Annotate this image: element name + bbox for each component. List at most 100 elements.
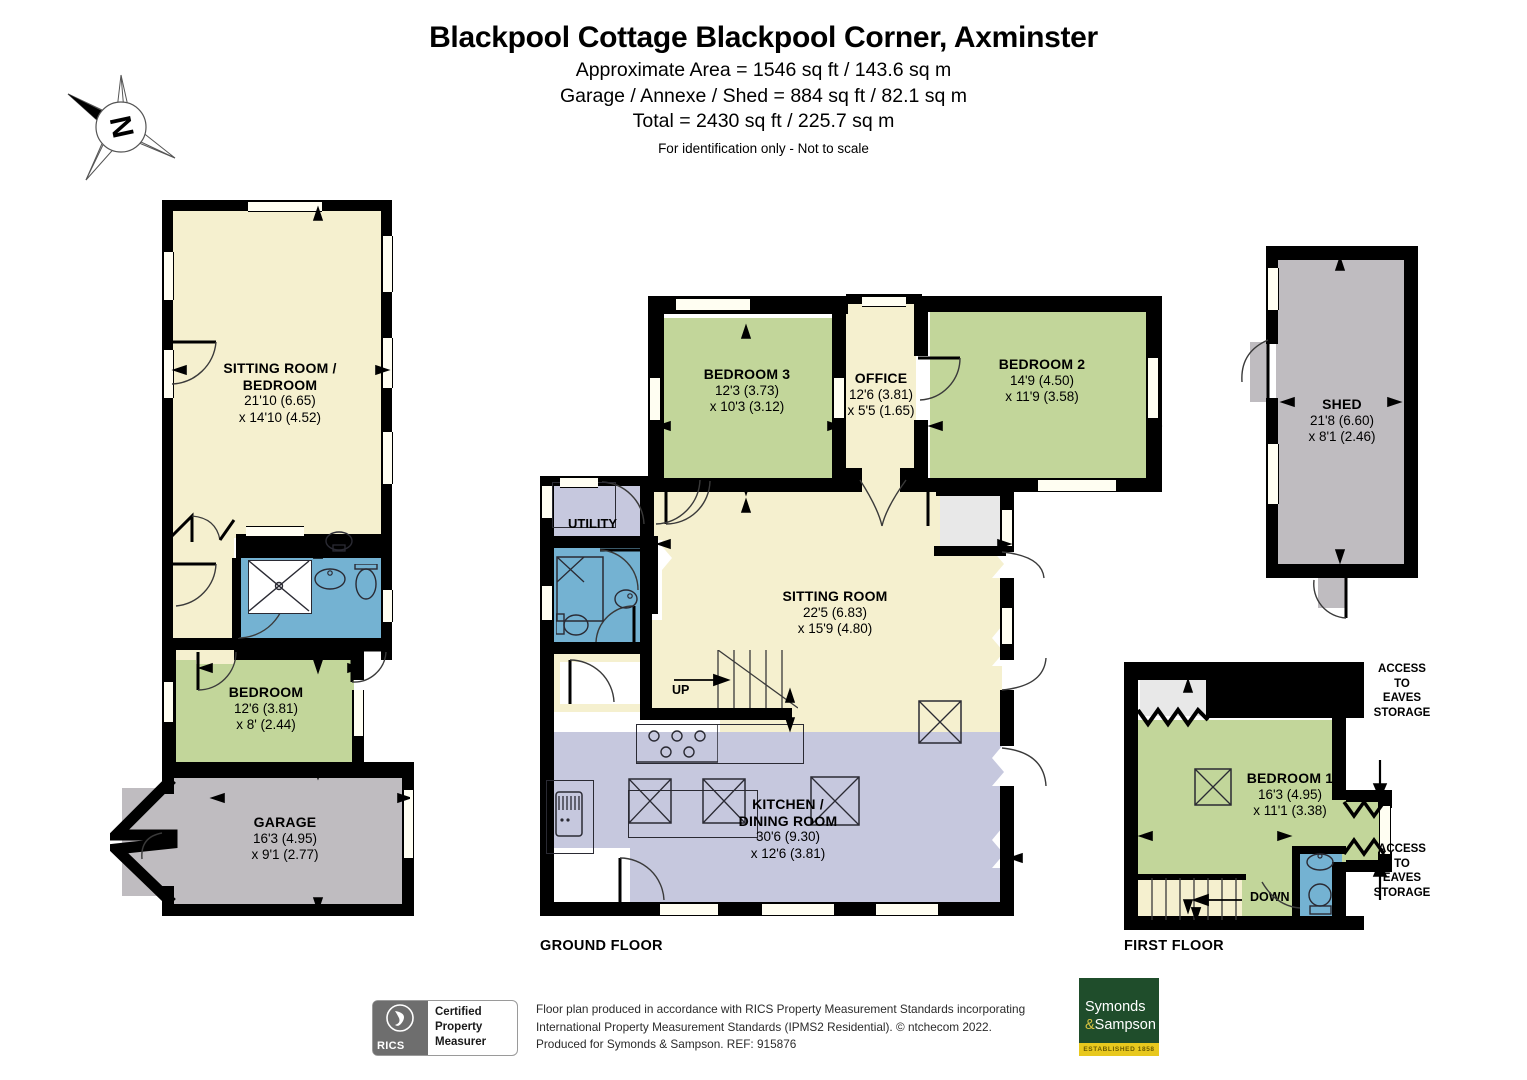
wall-gf-shower-south [540, 642, 652, 654]
label-garage: GARAGE 16'3 (4.95) x 9'1 (2.77) [190, 814, 380, 864]
toilet-annexe [354, 564, 378, 600]
eaves-bot-line-2: TO [1394, 857, 1410, 870]
eaves-top-line-3: EAVES [1382, 692, 1422, 704]
window-annexe-bedroom-west [163, 682, 174, 722]
window-bed3-north [676, 298, 750, 311]
wall-gf-office-east-bottom [914, 420, 928, 492]
ground-floor-plan: UP [540, 294, 1163, 954]
room-fill-shed [1276, 256, 1408, 578]
window-annexe-bath-top [246, 526, 304, 537]
room-dim-office-2: x 5'5 (1.65) [847, 403, 915, 418]
label-bedroom-1: BEDROOM 1 16'3 (4.95) x 11'1 (3.38) [1220, 770, 1360, 820]
label-kitchen-dining: KITCHEN / DINING ROOM 30'6 (9.30) x 12'6… [700, 796, 876, 862]
window-kitchen-south-2 [762, 903, 834, 916]
eaves-hatch-bottom [1342, 836, 1386, 858]
eaves-top-line-1: ACCESS [1378, 663, 1426, 675]
door-office-double [859, 479, 907, 527]
room-fill-bedroom-2 [930, 308, 1152, 480]
wall-gf-east-kitchen [1000, 786, 1014, 916]
label-sitting-room-bedroom: SITTING ROOM / BEDROOM 21'10 (6.65) x 14… [180, 360, 380, 426]
eaves-top-line-2: TO [1394, 677, 1410, 690]
wall-ff-east-lower [1332, 862, 1346, 930]
dimension-arrows-first-floor [1137, 677, 1388, 915]
wall-annexe-bedroom-south [162, 762, 414, 778]
french-doors-sitting-lower [1001, 657, 1047, 691]
room-fill-cupboard-alcove [940, 492, 1002, 548]
symonds-sampson-name: Symonds &Sampson [1079, 998, 1159, 1034]
identification-note: For identification only - Not to scale [658, 140, 869, 156]
dimension-arrows-shed [1279, 255, 1403, 565]
wall-ff-eaves-pass-top [1346, 790, 1380, 802]
room-dim-annexe-bedroom-1: 12'6 (3.81) [233, 700, 299, 716]
room-name-sitting-room: SITTING ROOM [782, 588, 888, 604]
wall-gf-east-sitting-lower [1000, 690, 1014, 746]
wall-ff-eaves-pass-bot [1346, 860, 1380, 872]
kitchen-unit-3 [810, 776, 860, 826]
wall-ff-stair-top [1138, 874, 1246, 880]
room-dim-bedroom-1-1: 16'3 (4.95) [1257, 786, 1323, 802]
door-bedroom-3 [664, 480, 711, 525]
door-store-cupboard [568, 659, 615, 704]
door-bedroom-2 [918, 356, 961, 401]
footer-disclaimer: Floor plan produced in accordance with R… [536, 1001, 1096, 1054]
room-fill-kitchen-pantry [552, 848, 630, 904]
logo-established-bar: ESTABLISHED 1858 [1079, 1043, 1159, 1056]
window-sitting-east-1 [1001, 510, 1013, 546]
wall-ff-south [1124, 916, 1364, 930]
window-bed3-east [833, 378, 845, 418]
room-fill-annexe-bedroom-door-pocket [196, 650, 234, 664]
window-annexe-east-3 [382, 432, 393, 484]
room-fill-bedroom-3 [662, 318, 832, 478]
eaves-bot-line-4: STORAGE [1373, 886, 1431, 899]
kitchen-worktop-north [636, 724, 804, 764]
door-annexe-sitting-french [172, 512, 236, 542]
room-name-kitchen-dining-1: KITCHEN / [752, 796, 824, 812]
wall-gf-stair-west [640, 650, 652, 710]
window-shower-west [541, 586, 553, 620]
toilet-ground-floor [556, 613, 589, 636]
window-ff-eaves-east [1379, 806, 1391, 854]
wall-gf-office-door-header-2 [900, 468, 916, 492]
dormer-zigzag-ff [1138, 706, 1210, 728]
wall-annexe-west-upper [162, 200, 173, 666]
room-name-kitchen-dining-2: DINING ROOM [738, 812, 838, 829]
room-dim-shed-2: x 8'1 (2.46) [1308, 429, 1376, 444]
door-shower-room [599, 548, 640, 591]
north-arrow-icon: N [62, 72, 180, 184]
room-fill-sitting-room-bedroom [172, 208, 388, 538]
room-dim-bedroom-3-2: x 10'3 (3.12) [709, 399, 785, 414]
room-fill-garage [162, 778, 410, 906]
logo-ampersand: & [1085, 1017, 1095, 1033]
rics-line-1: Certified [435, 1006, 482, 1018]
wall-annexe-bath-divider [236, 534, 388, 558]
annexe-garage-block: SITTING ROOM / BEDROOM 21'10 (6.65) x 14… [0, 0, 460, 960]
room-name-annexe-bedroom: BEDROOM [228, 684, 304, 700]
room-name-garage: GARAGE [253, 814, 317, 830]
label-annexe-bedroom: BEDROOM 12'6 (3.81) x 8' (2.44) [178, 684, 354, 734]
rics-logo-icon: RICS [373, 1001, 428, 1055]
eaves-bot-line-1: ACCESS [1378, 843, 1426, 855]
stairs-up-label: UP [672, 683, 690, 697]
window-annexe-east-1 [382, 236, 393, 292]
window-sitting-east-2 [1001, 608, 1013, 644]
label-sitting-room: SITTING ROOM 22'5 (6.83) x 15'9 (4.80) [740, 588, 930, 638]
wall-ff-ensuite-west [1292, 848, 1300, 920]
wall-garage-south [162, 904, 414, 916]
wall-ff-west [1124, 662, 1138, 930]
wall-gf-stair-wall [640, 706, 792, 720]
rics-badge-text: Certified Property Measurer [428, 1001, 517, 1055]
shower-cross-annexe [248, 560, 310, 612]
basin-ensuite [1306, 853, 1334, 871]
room-name-bedroom-3: BEDROOM 3 [703, 366, 791, 382]
window-garage-east [403, 790, 414, 858]
wall-ff-ensuite-north [1292, 846, 1344, 854]
wall-gf-office-east-top [914, 300, 928, 356]
ground-floor-label: GROUND FLOOR [540, 938, 663, 954]
window-bed2-east [1147, 358, 1159, 418]
room-fill-firstfloor-stairs [1138, 878, 1242, 920]
door-shower-south [595, 605, 636, 644]
window-shed-west-2 [1267, 444, 1279, 504]
room-dim-garage-1: 16'3 (4.95) [252, 830, 318, 846]
window-annexe-north [248, 201, 322, 212]
fireplace-sitting-room [918, 700, 962, 744]
